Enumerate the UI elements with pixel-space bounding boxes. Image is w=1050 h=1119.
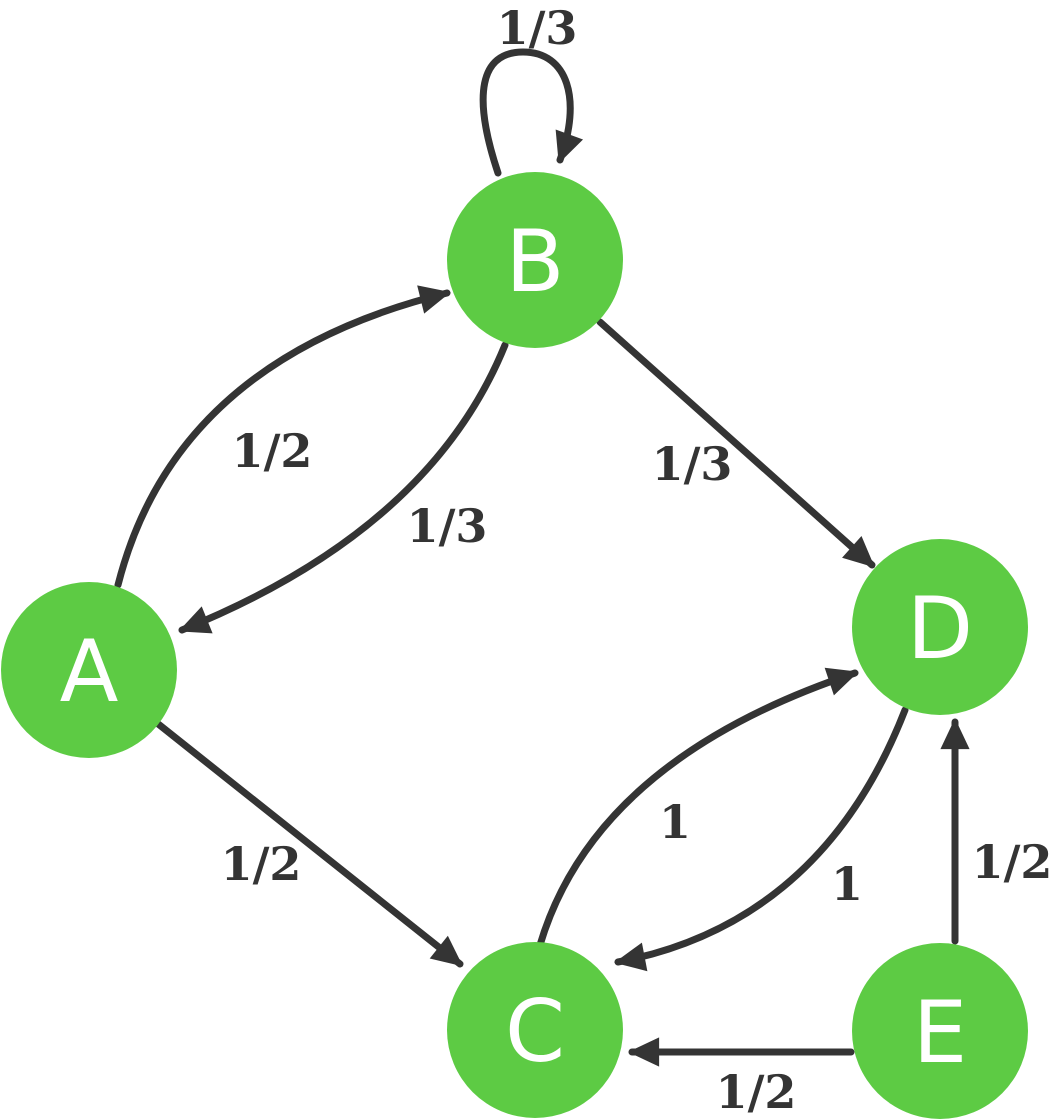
node-d: D [852,539,1028,715]
edge-b-to-d [596,318,876,569]
node-b-circle [447,172,623,348]
edge-label-c-to-d: 1 [659,795,691,849]
node-c-circle [447,942,623,1118]
node-d-circle [852,539,1028,715]
edge-c-to-d [536,667,859,949]
node-b: B [447,172,623,348]
edges-layer [114,48,970,1067]
node-a: A [1,582,177,758]
edge-label-b-to-d: 1/3 [652,437,733,491]
edge-d-to-c [614,706,909,972]
edge-label-e-to-c: 1/2 [716,1065,797,1119]
node-c: C [447,942,623,1118]
edge-label-d-to-c: 1 [831,857,863,911]
edge-labels-layer: 1/3 1/2 1/3 1/3 1/2 1 1 1/2 1/2 [221,1,1050,1119]
node-e: E [852,943,1028,1119]
node-b-label: B [506,212,565,312]
edge-b-to-b-self-loop [479,48,584,177]
edge-label-b-to-b: 1/3 [497,1,578,55]
edge-label-b-to-a: 1/3 [407,499,488,553]
edge-label-a-to-b: 1/2 [232,424,313,478]
edge-a-to-c [153,719,464,968]
node-c-label: C [505,982,565,1082]
node-e-circle [852,943,1028,1119]
node-d-label: D [907,579,973,679]
edge-label-e-to-d: 1/2 [972,835,1050,889]
node-a-circle [1,582,177,758]
edge-a-to-b [114,285,451,589]
node-a-label: A [60,622,119,722]
node-e-label: E [913,983,967,1083]
edge-b-to-a [178,341,509,634]
edge-label-a-to-c: 1/2 [221,837,302,891]
nodes-layer: A B C D E [1,172,1028,1119]
